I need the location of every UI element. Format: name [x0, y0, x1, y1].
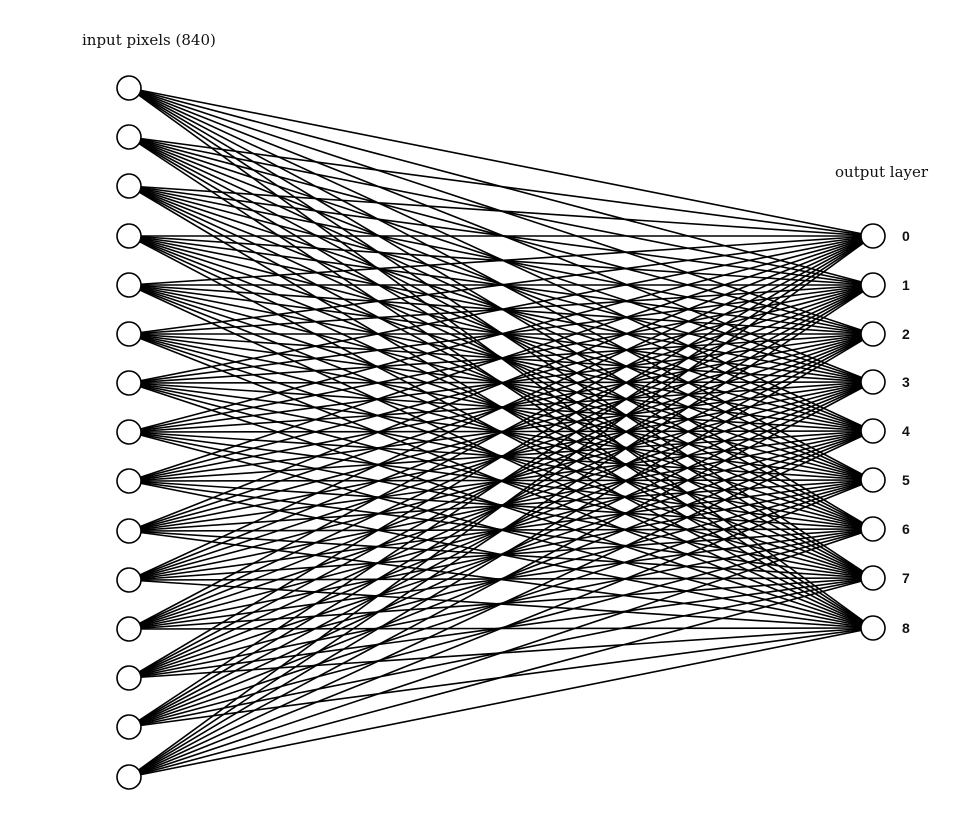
- input-node-2: [116, 173, 142, 199]
- connection-edges: [128, 87, 874, 778]
- edge-in14-out7: [128, 577, 874, 778]
- edge-in14-out6: [128, 528, 874, 778]
- output-label-4: 4: [902, 423, 910, 439]
- edge-in5-out0: [128, 235, 874, 335]
- input-node-0: [116, 75, 142, 101]
- edge-in14-out0: [128, 235, 874, 778]
- output-node-2: [860, 321, 886, 347]
- edge-in14-out2: [128, 333, 874, 778]
- edge-in4-out0: [128, 235, 874, 286]
- edge-in8-out3: [128, 381, 874, 482]
- edge-in7-out0: [128, 235, 874, 433]
- input-node-4: [116, 272, 142, 298]
- input-node-3: [116, 223, 142, 249]
- edge-in2-out0: [128, 185, 874, 237]
- output-layer-nodes: [860, 223, 886, 641]
- edge-in14-out1: [128, 284, 874, 778]
- edge-in0-out0: [128, 87, 874, 237]
- edge-in14-out4: [128, 430, 874, 778]
- edge-in14-out8: [128, 627, 874, 778]
- output-node-3: [860, 369, 886, 395]
- edge-in6-out0: [128, 235, 874, 384]
- edge-in14-out5: [128, 479, 874, 778]
- output-layer-labels: 0 1 2 3 4 5 6 7 8: [902, 228, 910, 636]
- input-node-5: [116, 321, 142, 347]
- output-label-7: 7: [902, 570, 910, 586]
- input-node-14: [116, 764, 142, 790]
- input-node-12: [116, 665, 142, 691]
- edge-in12-out0: [128, 235, 874, 679]
- edge-in8-out0: [128, 235, 874, 482]
- input-node-7: [116, 419, 142, 445]
- edge-in9-out0: [128, 235, 874, 532]
- input-node-11: [116, 616, 142, 642]
- edge-in13-out0: [128, 235, 874, 728]
- input-node-6: [116, 370, 142, 396]
- output-node-7: [860, 565, 886, 591]
- edge-in11-out0: [128, 235, 874, 630]
- input-node-10: [116, 567, 142, 593]
- input-layer-nodes: [116, 75, 142, 790]
- output-node-1: [860, 272, 886, 298]
- output-layer-title: output layer: [835, 163, 929, 181]
- input-node-9: [116, 518, 142, 544]
- edge-in10-out0: [128, 235, 874, 581]
- output-node-4: [860, 418, 886, 444]
- edge-in2-out3: [128, 185, 874, 383]
- output-label-1: 1: [902, 277, 910, 293]
- input-layer-title: input pixels (840): [82, 31, 216, 49]
- output-label-0: 0: [902, 228, 910, 244]
- input-node-8: [116, 468, 142, 494]
- output-label-6: 6: [902, 521, 910, 537]
- output-node-0: [860, 223, 886, 249]
- edge-in13-out3: [128, 381, 874, 728]
- output-label-3: 3: [902, 374, 910, 390]
- output-node-6: [860, 516, 886, 542]
- output-label-8: 8: [902, 620, 910, 636]
- output-node-5: [860, 467, 886, 493]
- input-node-1: [116, 124, 142, 150]
- output-label-2: 2: [902, 326, 910, 342]
- output-label-5: 5: [902, 472, 910, 488]
- edge-in1-out0: [128, 136, 874, 237]
- output-node-8: [860, 615, 886, 641]
- input-node-13: [116, 714, 142, 740]
- edge-in14-out3: [128, 381, 874, 778]
